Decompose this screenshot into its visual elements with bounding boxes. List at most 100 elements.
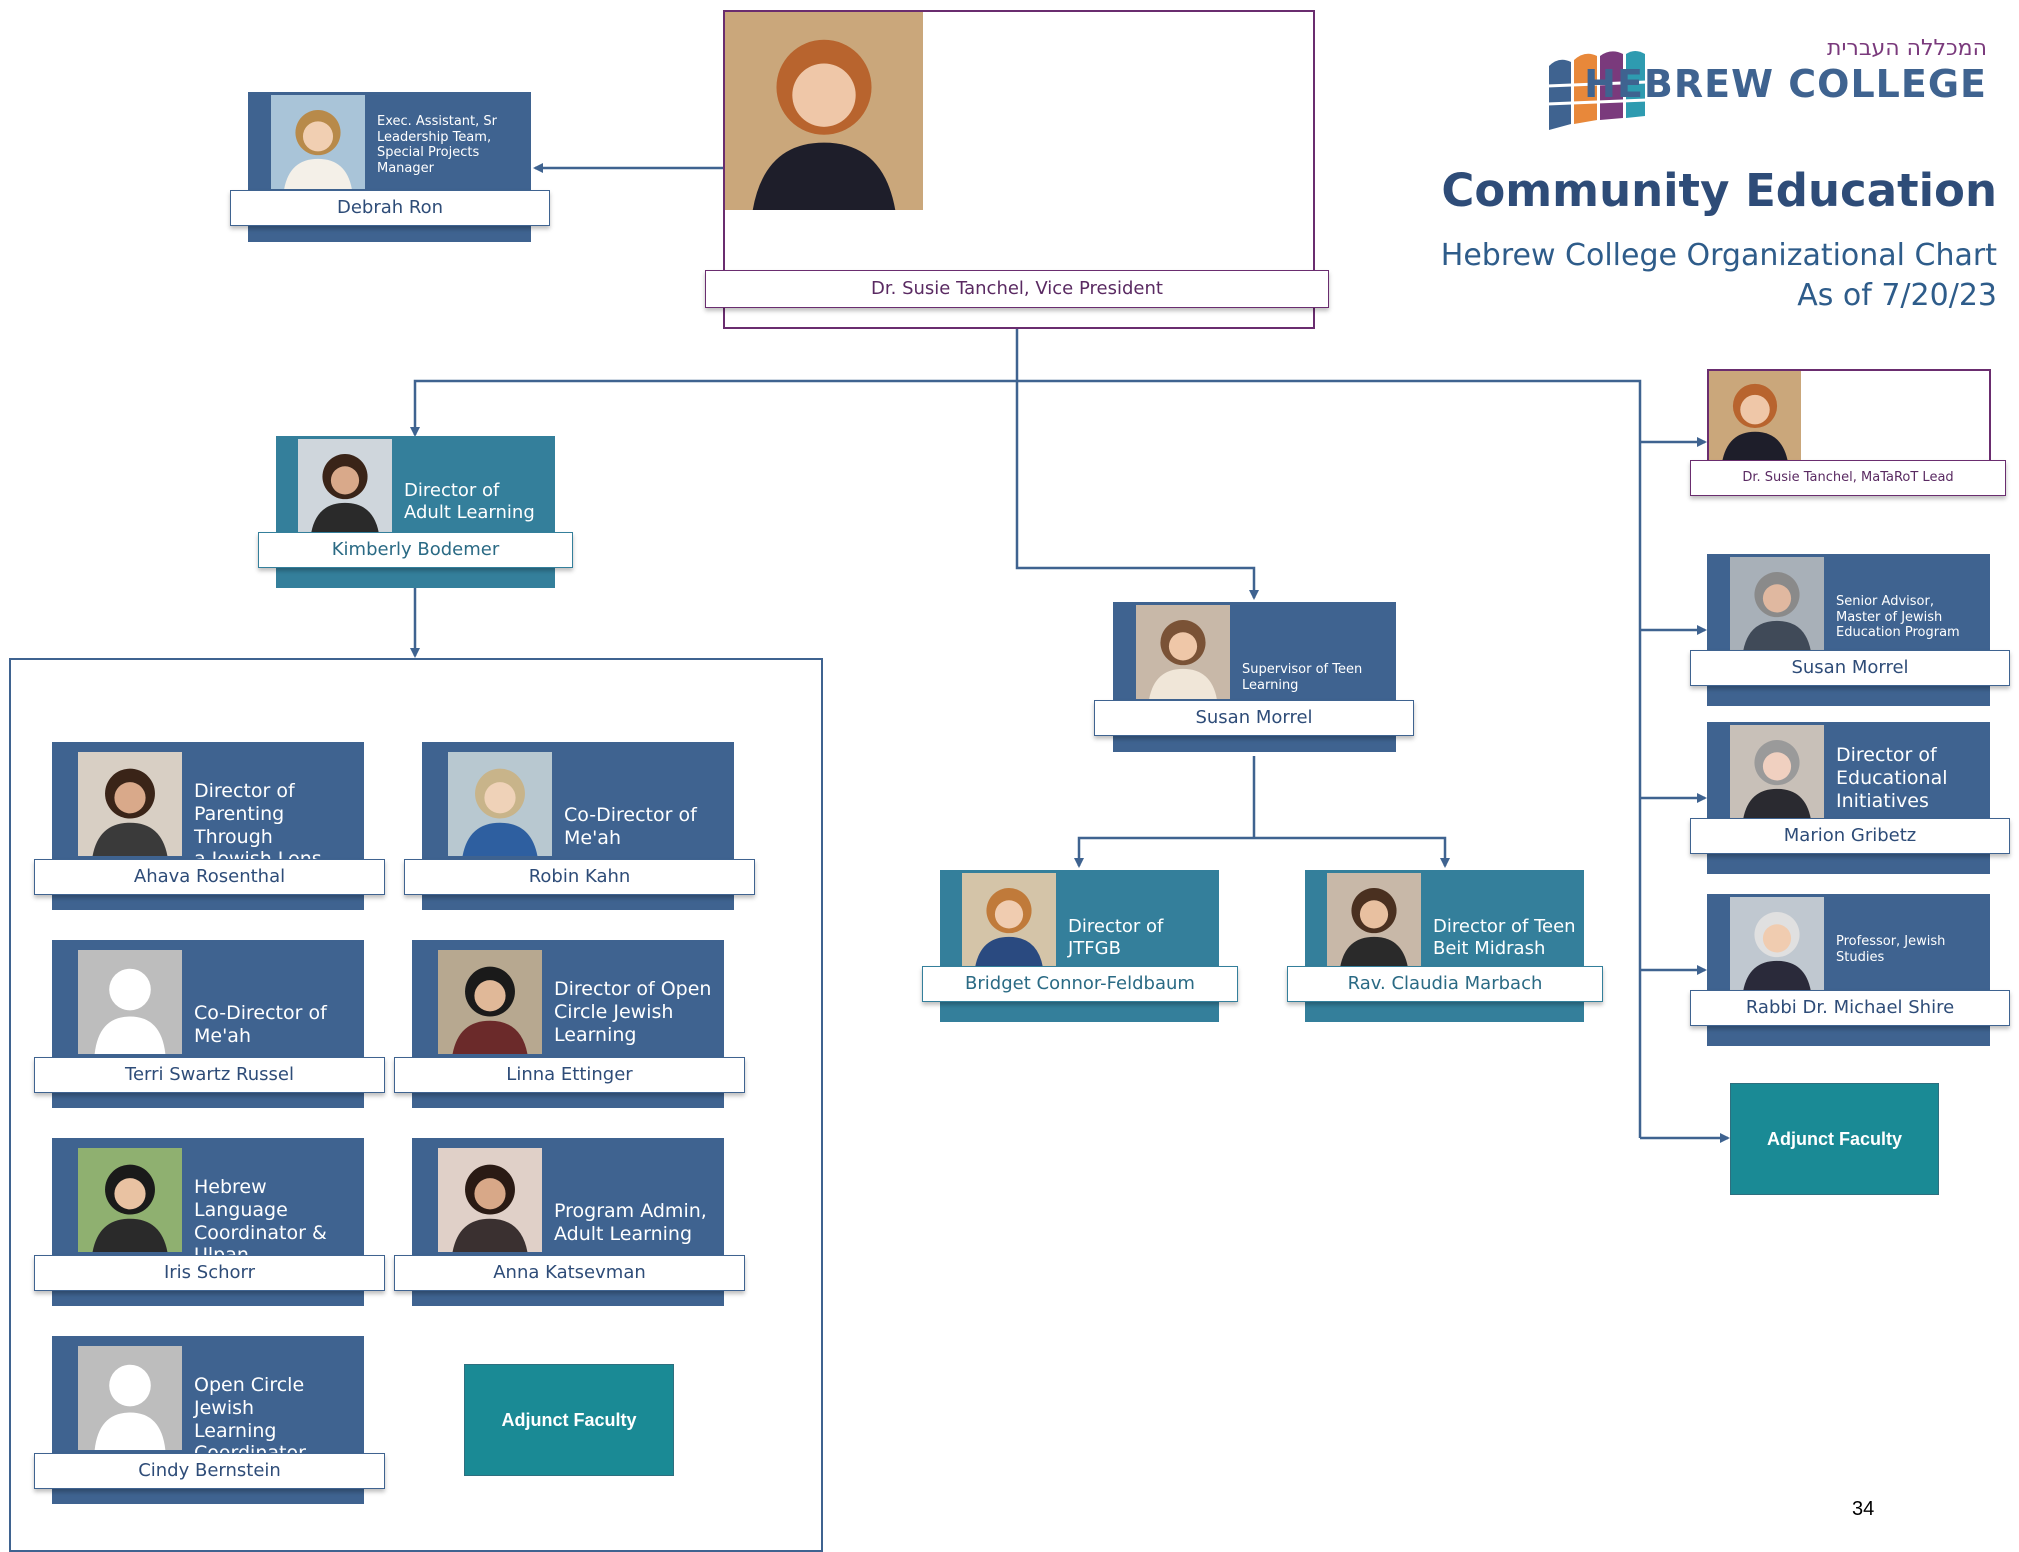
teen-team-member-1-name: Bridget Connor-Feldbaum	[965, 973, 1195, 994]
person-portrait-icon	[271, 95, 365, 189]
right-column-member-1-name-ribbon: Susan Morrel	[1690, 650, 2010, 686]
adult-team-member-7-name: Cindy Bernstein	[138, 1460, 281, 1481]
adult-team-member-1-name: Ahava Rosenthal	[133, 866, 286, 887]
right-column-member-1-name: Susan Morrel	[1791, 657, 1909, 678]
person-portrait-icon	[298, 439, 392, 533]
right-column-member-3-name-ribbon: Rabbi Dr. Michael Shire	[1690, 990, 2010, 1026]
adult-learning-director-name: Kimberly Bodemer	[331, 539, 500, 560]
adult-team-member-6-name-ribbon: Anna Katsevman	[394, 1255, 745, 1291]
person-portrait-icon	[725, 12, 923, 210]
right-column-member-2-name: Marion Gribetz	[1783, 825, 1917, 846]
assistant-name: Debrah Ron	[336, 197, 444, 218]
assistant-photo	[271, 95, 365, 189]
right-column-member-3-name: Rabbi Dr. Michael Shire	[1745, 997, 1955, 1018]
adult-team-member-5-name: Iris Schorr	[163, 1262, 256, 1283]
right-column-member-1-photo	[1730, 557, 1824, 651]
teen-supervisor-photo	[1136, 605, 1230, 699]
page-date: As of 7/20/23	[1797, 278, 1997, 313]
page-title: Community Education	[1441, 164, 1997, 217]
person-portrait-icon	[78, 752, 182, 856]
vp-name-ribbon: Dr. Susie Tanchel, Vice President	[705, 270, 1329, 308]
person-portrait-icon	[1730, 897, 1824, 991]
connector-teen-to-beit-midrash	[1254, 836, 1450, 868]
teen-team-member-2-photo	[1327, 873, 1421, 967]
right-column-member-3-photo	[1730, 897, 1824, 991]
adult-team-member-7-name-ribbon: Cindy Bernstein	[34, 1453, 385, 1489]
page-number: 34	[1852, 1498, 1875, 1520]
placeholder-avatar-icon	[78, 950, 182, 1054]
person-portrait-icon	[1730, 725, 1824, 819]
matarot-photo	[1709, 371, 1801, 463]
teen-team-member-1-name-ribbon: Bridget Connor-Feldbaum	[922, 966, 1238, 1002]
person-portrait-icon	[448, 752, 552, 856]
assistant-name-ribbon: Debrah Ron	[230, 190, 550, 226]
page-subtitle: Hebrew College Organizational Chart	[1440, 238, 1997, 273]
person-portrait-icon	[962, 873, 1056, 967]
adult-team-member-3-name-ribbon: Terri Swartz Russel	[34, 1057, 385, 1093]
adult-team-member-2-photo	[448, 752, 552, 856]
adult-learning-director-name-ribbon: Kimberly Bodemer	[258, 532, 573, 568]
person-portrait-icon	[438, 1148, 542, 1252]
adult-team-member-5-name-ribbon: Iris Schorr	[34, 1255, 385, 1291]
person-portrait-icon	[1709, 371, 1801, 463]
adult-team-member-4-name: Linna Ettinger	[506, 1064, 633, 1085]
connector-teen-to-jtfgb	[1074, 836, 1254, 868]
adult-team-member-4-photo	[438, 950, 542, 1054]
adult-team-member-4-name-ribbon: Linna Ettinger	[394, 1057, 745, 1093]
placeholder-avatar-icon	[78, 1346, 182, 1450]
adult-learning-director-photo	[298, 439, 392, 533]
adult-team-member-1-name-ribbon: Ahava Rosenthal	[34, 859, 385, 895]
adult-team-member-6-name: Anna Katsevman	[493, 1262, 646, 1283]
adult-team-member-5-photo	[78, 1148, 182, 1252]
connector-vp-to-right-column	[1017, 379, 1642, 1138]
teen-team-member-1-photo	[962, 873, 1056, 967]
connector-vp-to-teen	[1015, 381, 1259, 600]
person-portrait-icon	[78, 1148, 182, 1252]
teen-supervisor-name-ribbon: Susan Morrel	[1094, 700, 1414, 736]
adjunct-faculty-left: Adjunct Faculty	[464, 1364, 674, 1476]
person-portrait-icon	[1730, 557, 1824, 651]
adjunct-faculty-right: Adjunct Faculty	[1730, 1083, 1939, 1195]
adult-team-member-1-photo	[78, 752, 182, 856]
person-portrait-icon	[438, 950, 542, 1054]
logo-hebrew-name: המכללה העברית	[1827, 36, 1987, 61]
adult-team-member-3-photo	[78, 950, 182, 1054]
adult-team-member-2-name-ribbon: Robin Kahn	[404, 859, 755, 895]
hebrew-college-logo-mark	[1547, 51, 1647, 130]
teen-team-member-2-name-ribbon: Rav. Claudia Marbach	[1287, 966, 1603, 1002]
adult-team-member-6-photo	[438, 1148, 542, 1252]
adult-team-member-6-title: Program Admin,Adult Learning	[554, 1200, 707, 1245]
adult-team-member-2-name: Robin Kahn	[528, 866, 631, 887]
teen-team-member-2-name: Rav. Claudia Marbach	[1347, 973, 1543, 994]
teen-supervisor-name: Susan Morrel	[1195, 707, 1313, 728]
vp-name: Dr. Susie Tanchel, Vice President	[871, 278, 1163, 299]
adult-team-member-7-photo	[78, 1346, 182, 1450]
hebrew-college-logo: המכללה העברית HEBREW COLLEGE	[1547, 36, 1987, 130]
adult-team-member-3-name: Terri Swartz Russel	[125, 1064, 294, 1085]
right-column-member-2-name-ribbon: Marion Gribetz	[1690, 818, 2010, 854]
vp-photo	[725, 12, 923, 210]
adult-team-member-7-title: Open Circle JewishLearningCoordinator	[194, 1374, 306, 1464]
right-column-member-2-photo	[1730, 725, 1824, 819]
connector-vp-to-adult-learning	[410, 379, 1017, 437]
matarot-name: Dr. Susie Tanchel, MaTaRoT Lead	[1742, 470, 1954, 485]
person-portrait-icon	[1327, 873, 1421, 967]
matarot-name-ribbon: Dr. Susie Tanchel, MaTaRoT Lead	[1690, 460, 2006, 496]
logo-name: HEBREW COLLEGE	[1584, 62, 1987, 106]
